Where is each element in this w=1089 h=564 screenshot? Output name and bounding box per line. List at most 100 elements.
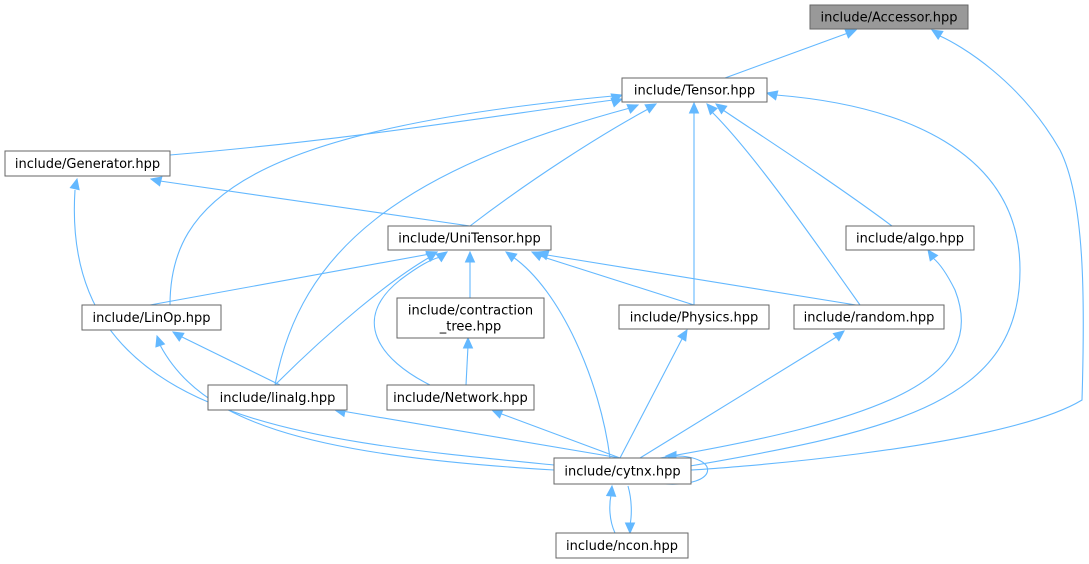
- node-unitensor[interactable]: include/UniTensor.hpp: [387, 225, 552, 251]
- edge-line: [179, 335, 281, 386]
- node-contraction[interactable]: include/contraction_tree.hpp: [396, 297, 545, 339]
- node-label: include/LinOp.hpp: [93, 311, 211, 326]
- node-cytnx[interactable]: include/cytnx.hpp: [553, 457, 692, 485]
- node-label: include/Accessor.hpp: [821, 11, 958, 26]
- arrowhead-icon: [490, 409, 504, 419]
- edge-line: [469, 107, 651, 227]
- node-generator[interactable]: include/Generator.hpp: [4, 150, 171, 177]
- node-label: include/algo.hpp: [856, 232, 964, 247]
- node-label: include/cytnx.hpp: [564, 465, 680, 480]
- arrowhead-icon: [149, 176, 163, 187]
- node-label: include/Tensor.hpp: [634, 84, 755, 99]
- node-box: [618, 304, 770, 330]
- edge-random-to-tensor: [706, 103, 861, 306]
- edge-line: [619, 336, 684, 459]
- edge-linop-to-unitensor: [149, 251, 439, 306]
- node-label: include/Physics.hpp: [630, 311, 758, 326]
- node-ncon[interactable]: include/ncon.hpp: [555, 532, 689, 559]
- edge-physics-to-unitensor: [530, 251, 695, 306]
- edge-line: [341, 410, 621, 459]
- node-tensor[interactable]: include/Tensor.hpp: [621, 77, 768, 103]
- arrowhead-icon: [706, 103, 718, 116]
- node-box: [387, 225, 552, 251]
- node-accessor: include/Accessor.hpp: [809, 4, 969, 30]
- node-network[interactable]: include/Network.hpp: [386, 384, 535, 411]
- edge-cytnx-to-linalg: [333, 406, 621, 459]
- edge-linalg-to-unitensor: [274, 251, 439, 386]
- arrowhead-icon: [505, 251, 518, 263]
- arrowhead-icon: [677, 328, 688, 342]
- node-box: [81, 304, 222, 331]
- edge-line: [373, 256, 441, 386]
- node-random[interactable]: include/random.hpp: [793, 304, 945, 330]
- edge-cytnx-to-ncon: [624, 485, 636, 535]
- edge-cytnx-to-tensor: [689, 90, 1021, 467]
- edge-line: [689, 35, 1084, 471]
- node-label: include/Generator.hpp: [15, 157, 160, 172]
- edge-random-to-unitensor: [536, 250, 857, 306]
- node-box: [845, 225, 975, 251]
- edge-contraction-to-unitensor: [464, 250, 476, 298]
- edge-line: [711, 111, 861, 306]
- node-box: [621, 77, 768, 103]
- edge-line: [274, 256, 431, 386]
- edge-line: [159, 180, 471, 227]
- arrowhead-icon: [624, 522, 636, 535]
- edge-line: [689, 94, 1021, 467]
- arrowhead-icon: [765, 90, 779, 101]
- node-box: [553, 457, 692, 485]
- arrowhead-icon: [536, 250, 550, 261]
- node-label: include/ncon.hpp: [566, 539, 678, 554]
- arrowhead-icon: [626, 104, 640, 114]
- edge-tensor-to-accessor: [724, 29, 858, 79]
- edge-cytnx-to-linop: [155, 334, 555, 471]
- edges-layer: [69, 29, 1084, 535]
- node-box: [207, 384, 348, 411]
- edge-linalg-to-tensor: [274, 104, 640, 386]
- arrowhead-icon: [832, 330, 845, 342]
- arrowhead-icon: [610, 93, 624, 104]
- arrowhead-icon: [644, 103, 658, 114]
- edge-line: [639, 335, 839, 459]
- edge-network-to-contraction: [462, 336, 474, 386]
- arrowhead-icon: [688, 101, 700, 114]
- arrowhead-icon: [171, 331, 185, 342]
- edge-linop-to-tensor: [169, 93, 624, 306]
- edge-line: [722, 109, 893, 227]
- node-box: [809, 4, 969, 30]
- edge-line: [724, 32, 849, 79]
- node-linop[interactable]: include/LinOp.hpp: [81, 304, 222, 331]
- edge-line: [627, 485, 632, 526]
- arrowhead-icon: [155, 334, 166, 348]
- arrowhead-icon: [605, 484, 617, 497]
- edge-cytnx-to-random: [639, 330, 845, 459]
- edge-unitensor-to-tensor: [469, 103, 658, 227]
- node-physics[interactable]: include/Physics.hpp: [618, 304, 770, 330]
- node-box: [555, 532, 689, 559]
- node-label: include/Network.hpp: [393, 391, 528, 406]
- edge-line: [169, 99, 614, 156]
- nodes-layer: include/Accessor.hpp include/Tensor.hpp in…: [4, 4, 975, 559]
- node-label: include/linalg.hpp: [220, 391, 336, 406]
- arrowhead-icon: [425, 251, 439, 262]
- node-algo[interactable]: include/algo.hpp: [845, 225, 975, 251]
- node-box: [793, 304, 945, 330]
- edge-line: [274, 107, 631, 386]
- arrowhead-icon: [930, 29, 944, 40]
- arrowhead-icon: [435, 251, 448, 263]
- arrowhead-icon: [715, 103, 728, 115]
- edge-line: [149, 253, 431, 306]
- node-box: [396, 297, 545, 339]
- arrowhead-icon: [69, 177, 80, 191]
- edge-cytnx-to-physics: [619, 328, 688, 459]
- edge-cytnx-to-accessor: [689, 29, 1084, 471]
- edge-line: [512, 256, 611, 459]
- edge-network-to-unitensor: [373, 251, 448, 386]
- edge-cytnx-to-unitensor: [505, 251, 611, 459]
- node-linalg[interactable]: include/linalg.hpp: [207, 384, 348, 411]
- edge-line: [546, 254, 857, 306]
- edge-unitensor-to-generator: [149, 176, 471, 227]
- node-label: include/UniTensor.hpp: [398, 232, 541, 247]
- edge-line: [465, 345, 469, 386]
